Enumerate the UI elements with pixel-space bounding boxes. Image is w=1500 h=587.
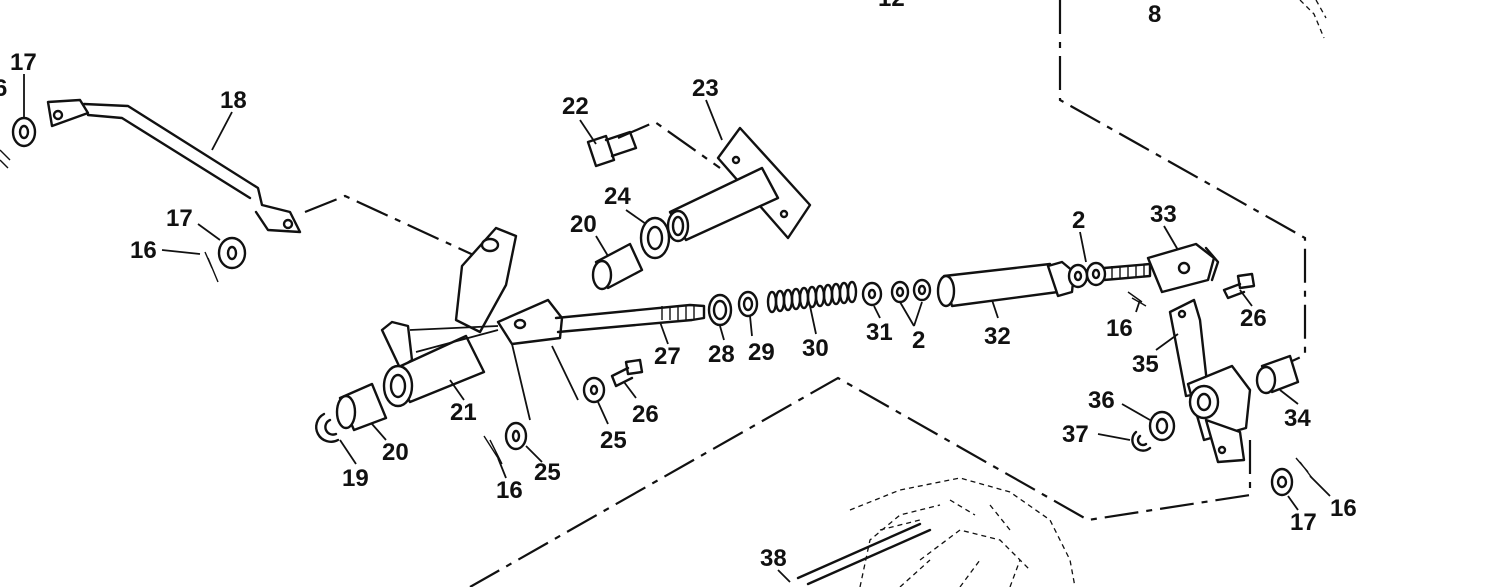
carburetor-sketch [796,477,1076,587]
label-17-mid: 17 [166,205,193,232]
nut-2-left [890,280,910,304]
label-17-low: 17 [1290,509,1317,536]
label-25-left: 25 [534,459,561,486]
cotter-pins [0,149,1313,479]
washer-17-mid [217,236,247,270]
label-16-lower: 16 [496,477,523,504]
nut-2-right [1067,261,1107,289]
washer-31 [861,281,883,307]
ring-28 [707,293,733,327]
label-33: 33 [1150,201,1177,228]
nut-2-left-b [912,278,932,302]
label-16-right: 16 [1330,495,1357,522]
label-27: 27 [654,343,681,370]
washer-24 [639,216,671,260]
pin-26-right [1222,272,1256,300]
label-25-mid: 25 [600,427,627,454]
leader-lines [23,74,1331,583]
lever-arm [454,226,518,334]
label-2-upper: 2 [1072,207,1085,234]
label-16-mid: 16 [1106,315,1133,342]
pin-26-left [610,358,644,388]
label-32: 32 [984,323,1011,350]
assembly-guide-lines [304,0,1307,587]
label-24: 24 [604,183,631,210]
washer-36 [1148,410,1176,442]
bracket-23 [666,126,812,243]
label-28: 28 [708,341,735,368]
label-35: 35 [1132,351,1159,378]
label-21: 21 [450,399,477,426]
label-37: 37 [1062,421,1089,448]
label-18: 18 [220,87,247,114]
tube-32 [936,260,1076,308]
callout-labels: 12 8 6 17 18 17 16 22 23 24 20 2 33 16 2… [0,0,1357,572]
label-2-lower: 2 [912,327,925,354]
label-36: 36 [1088,387,1115,414]
label-20-lower: 20 [382,439,409,466]
label-16-left: 16 [130,237,157,264]
partial-sketch-top-right [1299,0,1327,39]
label-8: 8 [1148,1,1161,28]
clip-19 [315,412,340,443]
bushing-20-upper [591,242,644,291]
label-6: 6 [0,75,7,102]
label-22: 22 [562,93,589,120]
threaded-stud [1102,262,1152,282]
bolt-22 [586,130,638,168]
label-30: 30 [802,335,829,362]
label-20-upper: 20 [570,211,597,238]
clip-37 [1131,430,1152,452]
label-38: 38 [760,545,787,572]
label-29: 29 [748,339,775,366]
washer-17-top [11,116,37,148]
spring-30 [766,280,858,314]
clevis-33 [1146,242,1220,294]
label-31: 31 [866,319,893,346]
arm-35 [1168,298,1252,464]
throttle-rod-18 [46,98,302,234]
label-19: 19 [342,465,369,492]
bushing-34 [1255,354,1300,395]
washer-25-mid [582,376,606,404]
label-26-right: 26 [1240,305,1267,332]
washer-29 [737,290,759,318]
washer-17-low [1270,467,1294,497]
bushing-20-lower [335,382,388,432]
label-23: 23 [692,75,719,102]
label-34: 34 [1284,405,1311,432]
label-17-top: 17 [10,49,37,76]
label-12: 12 [878,0,905,12]
washer-25-left [504,421,528,451]
clevis-27 [496,298,706,346]
label-26-left: 26 [632,401,659,428]
cross-shaft-21 [380,320,486,408]
